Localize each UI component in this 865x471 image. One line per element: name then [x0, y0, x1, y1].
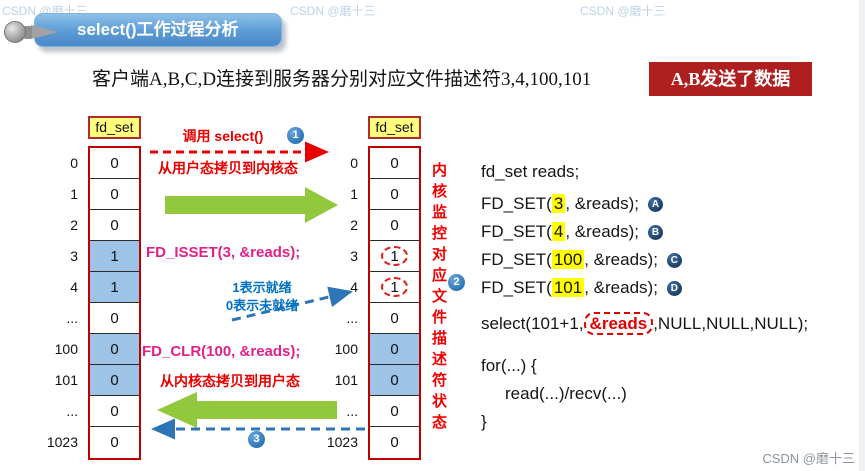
- fd-index: 1: [70, 186, 78, 202]
- slide-title: select()工作过程分析: [77, 20, 239, 39]
- fd-index: 4: [70, 279, 78, 295]
- fd-cell: 0: [370, 210, 419, 241]
- fd-cell: 1: [90, 272, 139, 303]
- fd-cell: 0: [90, 334, 139, 365]
- watermark: CSDN @磨十三: [580, 4, 666, 18]
- code-line-for-open: for(...) {: [481, 356, 537, 375]
- pushpin-head: [4, 21, 26, 43]
- code-line-fdset-d: FD_SET(101, &reads);D: [481, 278, 682, 298]
- client-d-badge: D: [666, 281, 682, 296]
- arrow-copy-to-user: [157, 392, 337, 428]
- fd-cell: 1: [370, 272, 419, 303]
- fd-cell: 0: [370, 396, 419, 427]
- fd-index: 101: [54, 372, 78, 388]
- code-line-declare: fd_set reads;: [481, 162, 580, 181]
- code-line-fdset-c: FD_SET(100, &reads);C: [481, 250, 682, 270]
- fd-index: ...: [346, 310, 358, 326]
- client-a-badge: A: [648, 197, 664, 212]
- fd-index: 0: [350, 155, 358, 171]
- code-line-for-body: read(...)/recv(...): [505, 384, 627, 403]
- fd-isset-label: FD_ISSET(3, &reads);: [146, 244, 301, 261]
- ready-note-line2: 0表示未就绪: [225, 298, 299, 313]
- copy-to-user-label: 从内核态拷贝到用户态: [160, 373, 300, 389]
- right-fdset-table: 0 0 0 1 1 0 0 0 0 0: [368, 146, 421, 460]
- fd-index: ...: [66, 310, 78, 326]
- fd-index: 1023: [46, 434, 78, 450]
- slide-title-banner: select()工作过程分析: [34, 13, 282, 47]
- client-c-badge: C: [666, 253, 682, 268]
- arrow-copy-to-kernel: [165, 187, 338, 223]
- data-sent-alert: A,B发送了数据: [649, 62, 812, 96]
- highlighted-fd: 101: [551, 278, 585, 297]
- code-line-fdset-a: FD_SET(3, &reads);A: [481, 194, 664, 214]
- fd-index: 1: [350, 186, 358, 202]
- fd-cell: 0: [90, 210, 139, 241]
- pushpin-point: [31, 25, 58, 39]
- step-1-badge: 1: [287, 127, 304, 144]
- fd-index: 100: [54, 341, 78, 357]
- fd-index: 2: [70, 217, 78, 233]
- fd-cell: 0: [90, 365, 139, 396]
- left-fdset-label: fd_set: [88, 116, 141, 139]
- fd-cell: 0: [390, 434, 399, 451]
- fd-cell: 0: [90, 303, 139, 334]
- fd-cell: 0: [370, 148, 419, 179]
- client-b-badge: B: [648, 225, 664, 240]
- highlighted-fd: 4: [551, 222, 566, 241]
- highlighted-fd: 3: [551, 194, 566, 213]
- fd-cell: 0: [370, 334, 419, 365]
- right-fd-indices: 0 1 2 3 4 ... 100 101 ... 1023: [314, 148, 358, 458]
- reads-arg-highlight: &reads: [583, 312, 654, 335]
- fd-cell: 1: [90, 241, 139, 272]
- left-fd-indices: 0 1 2 3 4 ... 100 101 ... 1023: [40, 148, 78, 458]
- fd-index: ...: [66, 403, 78, 419]
- pushpin-icon: [4, 20, 60, 48]
- ready-note-line1: 1表示就绪: [232, 280, 292, 295]
- step-3-badge: 3: [248, 431, 265, 448]
- right-fdset-label: fd_set: [368, 116, 421, 139]
- call-select-label: 调用 select(): [182, 128, 264, 144]
- fd-cell: 0: [90, 148, 139, 179]
- copy-to-kernel-label: 从用户态拷贝到内核态: [158, 160, 298, 176]
- left-fdset-table: 0 0 0 1 1 0 0 0 0 0: [88, 146, 141, 460]
- highlighted-fd: 100: [551, 250, 585, 269]
- watermark: CSDN @磨十三: [290, 4, 376, 18]
- step-2-badge: 2: [448, 274, 465, 291]
- code-line-for-close: }: [481, 412, 487, 431]
- fd-cell: 0: [90, 179, 139, 210]
- fd-cell: 0: [370, 179, 419, 210]
- kernel-monitor-label: 内核监控对应文件描述符状态: [430, 162, 447, 435]
- fd-cell: 0: [370, 303, 419, 334]
- fd-cell: 1: [370, 241, 419, 272]
- fd-index: 100: [334, 341, 358, 357]
- code-line-fdset-b: FD_SET(4, &reads);B: [481, 222, 664, 242]
- fd-index: 1023: [326, 434, 358, 450]
- fd-index: 3: [70, 248, 78, 264]
- pushpin-collar: [24, 26, 32, 39]
- page-heading: 客户端A,B,C,D连接到服务器分别对应文件描述符3,4,100,101: [92, 69, 592, 90]
- watermark: CSDN @磨十三: [762, 451, 855, 466]
- fd-index: 0: [70, 155, 78, 171]
- fd-index: 101: [334, 372, 358, 388]
- fd-cell: 0: [110, 434, 119, 451]
- window-edge: [859, 0, 865, 471]
- fd-index: ...: [346, 403, 358, 419]
- fd-index: 3: [350, 248, 358, 264]
- fd-cell: 0: [90, 396, 139, 427]
- fd-cell: 0: [370, 365, 419, 396]
- fd-index: 4: [350, 279, 358, 295]
- code-line-select: select(101+1,&reads,NULL,NULL,NULL);: [481, 312, 809, 335]
- fd-index: 2: [350, 217, 358, 233]
- fd-clr-label: FD_CLR(100, &reads);: [142, 343, 301, 360]
